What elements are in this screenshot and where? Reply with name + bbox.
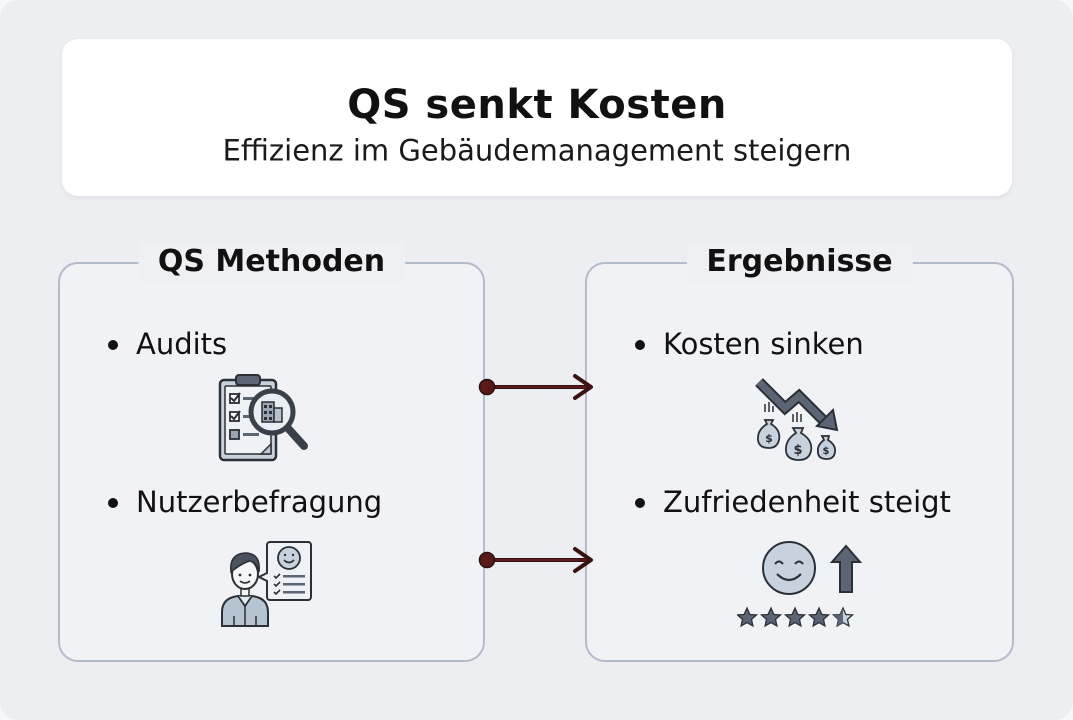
list-item-kosten-sinken: Kosten sinken [635,330,864,359]
panel-title-qs-methods: QS Methoden [137,242,406,282]
connector-arrow-audits-to-costs [478,374,593,400]
bullet-icon [108,339,118,350]
svg-text:$: $ [765,432,773,445]
bullet-icon [108,497,118,508]
svg-text:$: $ [823,446,830,457]
list-item-nutzerbefragung: Nutzerbefragung [108,488,382,517]
falling-costs-money-bags-icon: $ $ $ [755,378,839,461]
clipboard-magnifier-icon [218,374,308,462]
results-panel: Ergebnisse Kosten sinken $ $ $ Zufrieden… [585,242,1014,662]
svg-text:$: $ [793,443,802,458]
page-subtitle: Effizienz im Gebäudemanagement steigern [222,133,852,168]
list-item-audits: Audits [108,330,227,359]
person-survey-icon [221,541,312,627]
panel-title-results: Ergebnisse [686,242,913,282]
qs-methods-panel: QS Methoden Audits [58,242,485,662]
bullet-icon [635,497,645,508]
list-item-zufriedenheit-steigt: Zufriedenheit steigt [635,488,951,517]
list-item-label: Audits [136,327,228,361]
header-card: QS senkt Kosten Effizienz im Gebäudemana… [62,39,1012,196]
connector-arrow-survey-to-satisfaction [478,547,593,573]
bullet-icon [635,339,645,350]
list-item-label: Kosten sinken [663,327,864,361]
list-item-label: Zufriedenheit steigt [663,485,951,519]
page-title: QS senkt Kosten [347,82,727,128]
smiley-up-arrow-stars-icon [737,541,863,628]
list-item-label: Nutzerbefragung [136,485,383,519]
